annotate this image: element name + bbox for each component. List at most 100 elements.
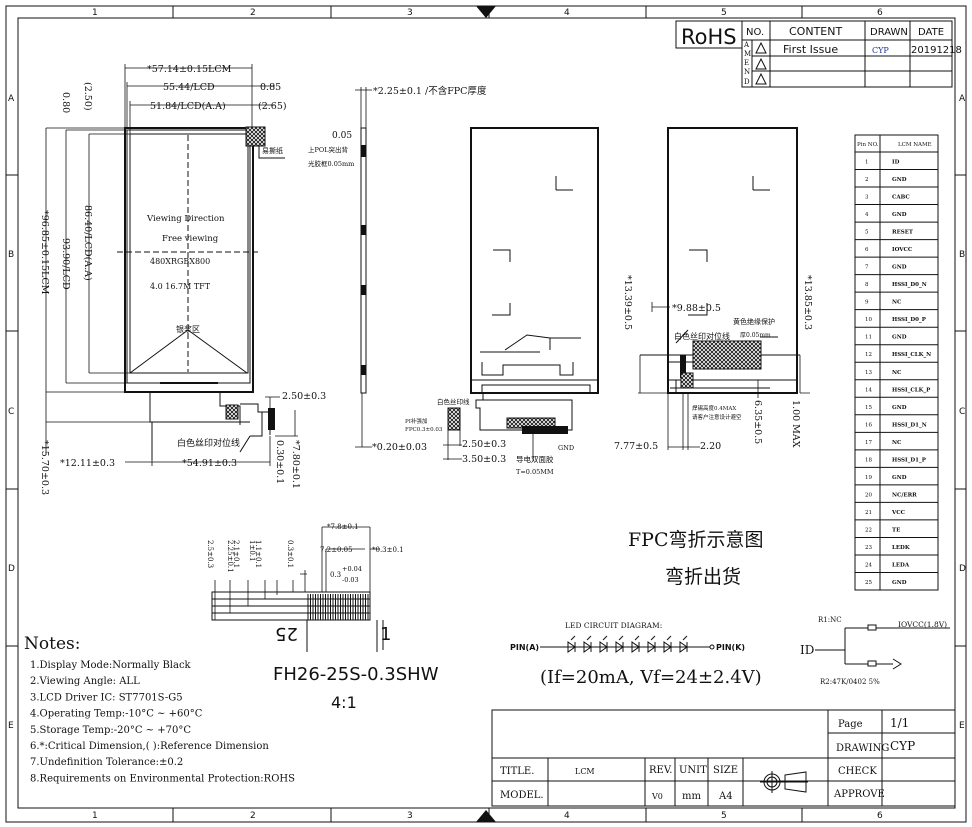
avoid-note-label: 请客户注意设计避空 — [692, 413, 742, 421]
projection-symbol-icon — [760, 771, 808, 793]
pin-name: GND — [892, 177, 907, 183]
check-label: CHECK — [838, 766, 877, 777]
page-label: Page — [838, 719, 863, 730]
pin-number: 21 — [865, 510, 872, 516]
pin-number: 14 — [865, 387, 872, 393]
led-diode-icon — [599, 635, 608, 653]
pin-name: GND — [892, 212, 907, 218]
pin-number: 12 — [865, 352, 872, 358]
tape-thickness-label: T=0.05MM — [516, 468, 554, 476]
center-mark-bottom — [476, 810, 496, 822]
amend-header-date: DATE — [918, 27, 944, 38]
amend-content: First Issue — [783, 43, 838, 56]
dim-085: 0.85 — [260, 82, 281, 93]
id-label: ID — [800, 643, 814, 657]
pin-name: HSSI_D0_N — [892, 282, 927, 288]
dim-7-8: *7.8±0.1 — [327, 523, 359, 531]
grid-column-label: 3 — [407, 811, 413, 821]
led-pin-k: PIN(K) — [716, 643, 745, 652]
dim-width-lcm: *57.14±0.15LCM — [147, 64, 232, 75]
pin-name: GND — [892, 405, 907, 411]
dim-fpc-250: 2.50±0.3 — [282, 391, 326, 402]
notes-title: Notes: — [24, 634, 80, 654]
pin-number: 4 — [865, 212, 869, 218]
vdim: 2.5±0.3 — [206, 540, 214, 568]
led-diode-icon — [567, 635, 576, 653]
pin-number: 5 — [865, 230, 869, 236]
drawing-value: CYP — [890, 739, 915, 753]
pin-number: 7 — [865, 265, 869, 271]
fpc-thickness-label: FPC0.3±0.03 — [405, 427, 443, 433]
pin-number: 19 — [865, 475, 872, 481]
pin-number: 9 — [865, 300, 869, 306]
white-line-label: 白色丝印线 — [437, 397, 470, 406]
connector-detail: *7.8±0.1 7.2±0.05 *0.3±0.1 0.3 +0.04 -0.… — [206, 523, 439, 712]
grid-column-label: 1 — [92, 8, 98, 18]
dim-0-3: *0.3±0.1 — [372, 546, 404, 554]
dim-height-lcm: *96.85±0.15LCM — [39, 210, 50, 295]
pin-number: 17 — [865, 440, 872, 446]
pin-name: GND — [892, 580, 907, 586]
unit-label: UNIT — [679, 765, 707, 776]
grid-column-label: 6 — [877, 811, 883, 821]
dim-width-aa: 51.84/LCD(A.A) — [150, 101, 226, 112]
dim-12-11: *12.11±0.3 — [60, 458, 115, 469]
amend-header-no: NO. — [746, 27, 764, 38]
pin-number: 16 — [865, 422, 872, 428]
vdim: 1±0.1 — [248, 540, 256, 561]
amend-table: RoHS NO. CONTENT DRAWN DATE A M E N D Fi… — [675, 20, 962, 88]
note-item: 5.Storage Temp:-20°C ~ +70°C — [30, 725, 191, 736]
led-pin-a: PIN(A) — [510, 643, 539, 652]
amend-header-drawn: DRAWN — [870, 27, 908, 38]
pin-number: 23 — [865, 545, 872, 551]
connector-pins — [307, 594, 369, 620]
free-viewing-label: Free viewing — [162, 234, 219, 244]
grid-row-label: C — [8, 407, 14, 417]
dim-220: 2.20 — [700, 441, 721, 452]
notes: Notes: 1.Display Mode:Normally Black2.Vi… — [24, 634, 295, 784]
peel-tape — [245, 126, 266, 147]
pin-number: 8 — [865, 282, 869, 288]
grid-column-label: 2 — [250, 8, 256, 18]
pin-number: 2 — [865, 177, 869, 183]
pin-number: 20 — [865, 492, 872, 498]
amend-drawn: CYP — [872, 46, 889, 55]
pi-stiffener-label: PI补强加 — [405, 417, 427, 425]
pin-name: TE — [892, 527, 900, 533]
amend-letter: D — [744, 78, 750, 86]
dim-100: 1.00 MAX — [790, 400, 801, 448]
led-diode-icon — [679, 635, 688, 653]
pin-number: 11 — [865, 335, 872, 341]
side-thickness: *2.25±0.1 /不含FPC厚度 — [373, 85, 487, 97]
grid-column-label: 4 — [564, 8, 570, 18]
pin-number: 15 — [865, 405, 872, 411]
pin-number: 10 — [865, 317, 872, 323]
unit-value: mm — [682, 791, 701, 802]
peel-paper-label: 易撕纸 — [262, 146, 283, 155]
side-pol-note: 上POL突出背 — [308, 145, 349, 154]
rev-label: REV. — [649, 765, 672, 776]
panel-type-label: 4.0 16.7M TFT — [150, 282, 211, 291]
pin-name: LEDA — [892, 562, 910, 568]
grid-column-label: 5 — [721, 8, 727, 18]
title-value: LCM — [575, 767, 595, 776]
vdim: 2.25±0.1 — [226, 540, 234, 573]
led-diodes — [567, 635, 688, 653]
tol-plus: +0.04 — [342, 565, 362, 573]
dim-250: 2.50±0.3 — [462, 439, 506, 450]
led-diode-icon — [583, 635, 592, 653]
approve-label: APPROVE — [833, 789, 885, 800]
note-item: 4.Operating Temp:-10°C ~ +60°C — [30, 709, 203, 720]
revision-triangle-icons — [755, 41, 767, 85]
tape-label: 导电双面胶 — [516, 454, 554, 464]
grid-row-label: C — [959, 407, 965, 417]
pin-number: 18 — [865, 457, 872, 463]
grid-column-label: 3 — [407, 8, 413, 18]
pin-header-name: LCM NAME — [898, 142, 932, 148]
pin-name: ID — [892, 160, 900, 166]
pin-name: NC/ERR — [892, 492, 917, 498]
pin-name: HSSI_D0_P — [892, 317, 926, 323]
grid-row-label: A — [959, 94, 966, 104]
